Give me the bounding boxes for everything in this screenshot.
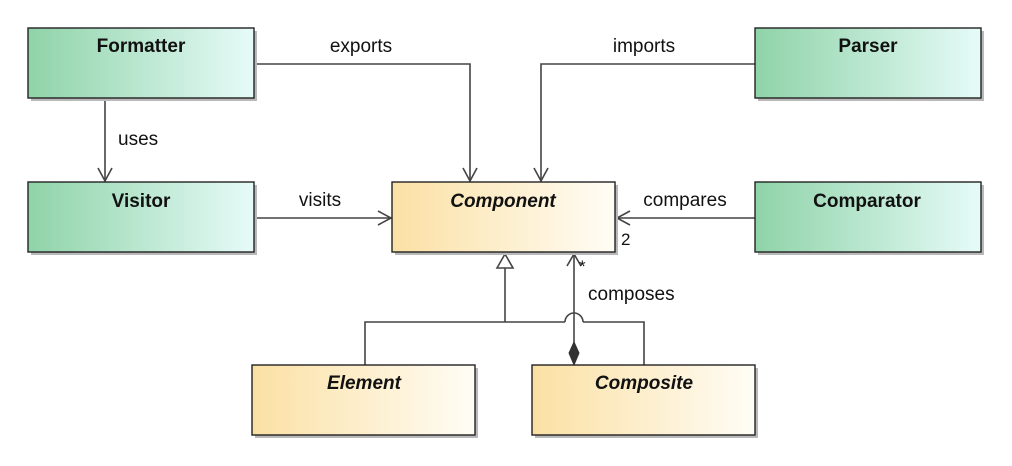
- class-composite[interactable]: Composite: [531, 364, 758, 438]
- inheritance-triangle-icon: [495, 252, 515, 269]
- class-element[interactable]: Element: [251, 364, 478, 438]
- class-formatter-label: Formatter: [97, 36, 186, 57]
- class-comparator[interactable]: Comparator: [754, 181, 984, 255]
- imports-dependency-edge: [533, 63, 755, 183]
- visits-dependency-edge: [255, 210, 393, 226]
- class-formatter[interactable]: Formatter: [27, 27, 257, 101]
- class-component-label: Component: [450, 191, 556, 212]
- visits-label: visits: [299, 190, 341, 211]
- class-visitor[interactable]: Visitor: [27, 181, 257, 255]
- exports-dependency-edge: [257, 63, 478, 183]
- composes-label: composes: [588, 284, 675, 305]
- uses-dependency-edge: [97, 100, 113, 183]
- uses-label: uses: [118, 129, 158, 150]
- class-component[interactable]: Component: [391, 181, 618, 255]
- class-parser-label: Parser: [838, 36, 898, 57]
- class-element-label: Element: [327, 373, 402, 394]
- composes-multiplicity: *: [579, 257, 586, 276]
- exports-label: exports: [330, 36, 392, 57]
- inheritance-edge: [364, 252, 645, 365]
- class-comparator-label: Comparator: [813, 191, 921, 212]
- compares-dependency-edge: [615, 210, 755, 226]
- imports-label: imports: [613, 36, 675, 57]
- composition-diamond-icon: [568, 340, 580, 367]
- compares-multiplicity: 2: [621, 230, 630, 249]
- compares-label: compares: [643, 190, 726, 211]
- class-visitor-label: Visitor: [112, 191, 171, 212]
- class-composite-label: Composite: [595, 373, 694, 394]
- class-parser[interactable]: Parser: [754, 27, 984, 101]
